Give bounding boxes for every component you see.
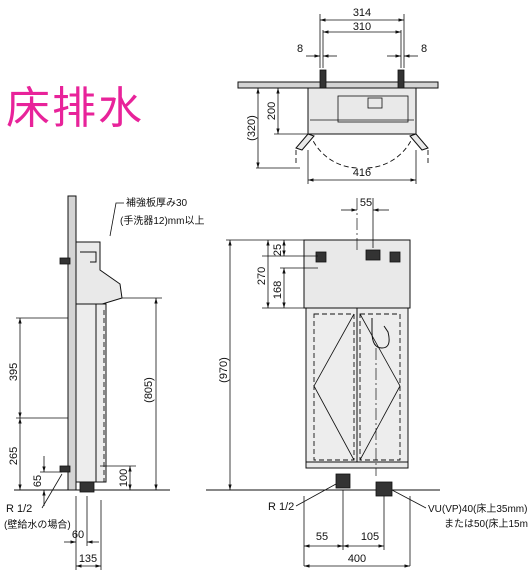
side-view-faucet (80, 251, 97, 263)
top-view-door-swing-right (365, 133, 415, 169)
dim-25: 25 (272, 244, 284, 256)
dim-970: (970) (218, 357, 230, 383)
side-pipe-label: R 1/2 (6, 503, 32, 515)
side-view: 補強板厚み30 (手洗器12)mm以上 395 265 65 (805) 100… (4, 195, 204, 570)
dim-8-left: 8 (297, 43, 303, 55)
dim-60: 60 (72, 529, 84, 541)
dim-270: 270 (256, 267, 268, 285)
dim-416: 416 (353, 167, 371, 179)
front-view-valve-left (315, 251, 327, 263)
dim-320: (320) (246, 115, 258, 141)
drain-note-line2: または50(床上15mm) (444, 517, 528, 530)
dim-310: 310 (353, 21, 371, 33)
dim-8-right: 8 (421, 43, 427, 55)
dim-105: 105 (361, 531, 379, 543)
page-title: 床排水 (6, 83, 144, 134)
front-view: 55 270 25 168 (970) R 1/2 VU(VP)40(床上35m… (206, 197, 528, 568)
side-pipe-note: (壁給水の場合) (4, 518, 71, 531)
dim-400: 400 (348, 553, 366, 565)
note-reinforcement: 補強板厚み30 (126, 196, 188, 209)
top-view-valve-left (319, 69, 327, 89)
side-view-supply (59, 465, 71, 473)
dim-55-bottom: 55 (316, 531, 328, 543)
dim-168: 168 (272, 281, 284, 299)
top-view-cabinet (307, 87, 417, 135)
dim-314: 314 (353, 7, 371, 19)
top-view-wall (237, 81, 439, 89)
top-view-basin (337, 95, 409, 123)
dim-55-top: 55 (360, 197, 372, 209)
dim-805: (805) (143, 377, 155, 403)
top-view-faucet (367, 97, 383, 109)
drain-note-line1: VU(VP)40(床上35mm) (428, 502, 527, 515)
front-pipe-label: R 1/2 (268, 501, 294, 513)
dim-65: 65 (32, 475, 44, 487)
top-view: 314 310 8 8 200 (320) 416 (237, 7, 439, 184)
front-view-valve-right (389, 251, 401, 263)
dim-200: 200 (266, 102, 278, 120)
side-view-wall (67, 195, 77, 491)
side-view-drain (79, 481, 95, 493)
front-view-door-left (313, 313, 355, 461)
dim-100: 100 (118, 469, 130, 487)
front-view-counter (303, 239, 411, 309)
side-view-cabinet (75, 303, 107, 483)
front-view-trap (371, 318, 390, 349)
dim-135: 135 (79, 553, 97, 565)
top-view-door-swing-left (309, 133, 359, 169)
front-view-supply (335, 473, 351, 489)
dim-395: 395 (8, 363, 20, 381)
dim-265: 265 (8, 447, 20, 465)
front-view-drain (375, 481, 393, 497)
top-view-valve-right (397, 69, 405, 89)
note-reinforcement-sub: (手洗器12)mm以上 (120, 214, 204, 227)
front-view-faucet (365, 249, 381, 261)
front-view-door-right (359, 313, 401, 461)
